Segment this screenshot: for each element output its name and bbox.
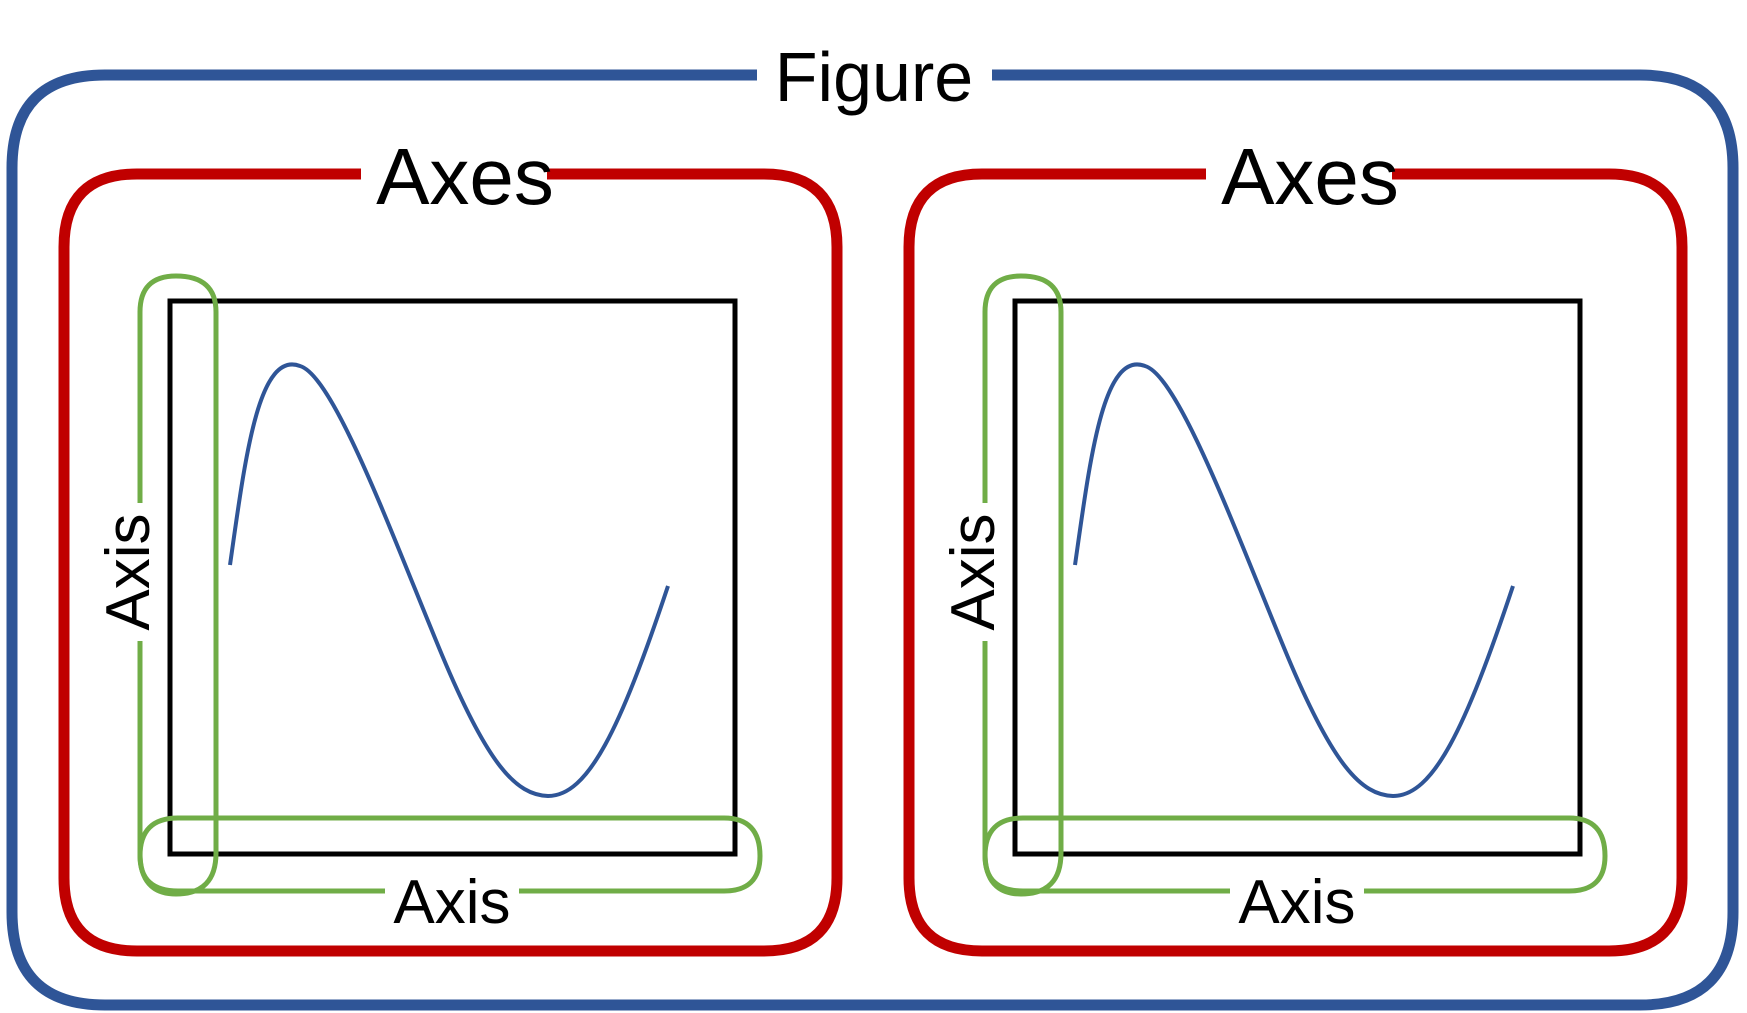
plot-area-frame (1012, 298, 1583, 857)
sine-curve-line (228, 362, 670, 799)
y-axis-label: Axis (939, 513, 1008, 630)
y-axis-label: Axis (94, 513, 163, 630)
plot-area-frame (167, 298, 738, 857)
axes-panel-left: Axes Axis Axis (58, 132, 843, 957)
figure-border (6, 69, 1739, 1011)
x-axis-outline (982, 815, 1608, 894)
x-axis-label: Axis (1238, 868, 1355, 937)
figure-title: Figure (775, 38, 973, 116)
sine-curve-line (1073, 362, 1515, 799)
axes-title: Axes (376, 132, 554, 221)
axes-border (903, 168, 1688, 957)
x-axis-outline (137, 815, 763, 894)
axes-panel-right: Axes Axis Axis (903, 132, 1688, 957)
axes-border (58, 168, 843, 957)
axes-title: Axes (1221, 132, 1399, 221)
figure-container: Figure (6, 38, 1739, 1011)
x-axis-label: Axis (393, 868, 510, 937)
